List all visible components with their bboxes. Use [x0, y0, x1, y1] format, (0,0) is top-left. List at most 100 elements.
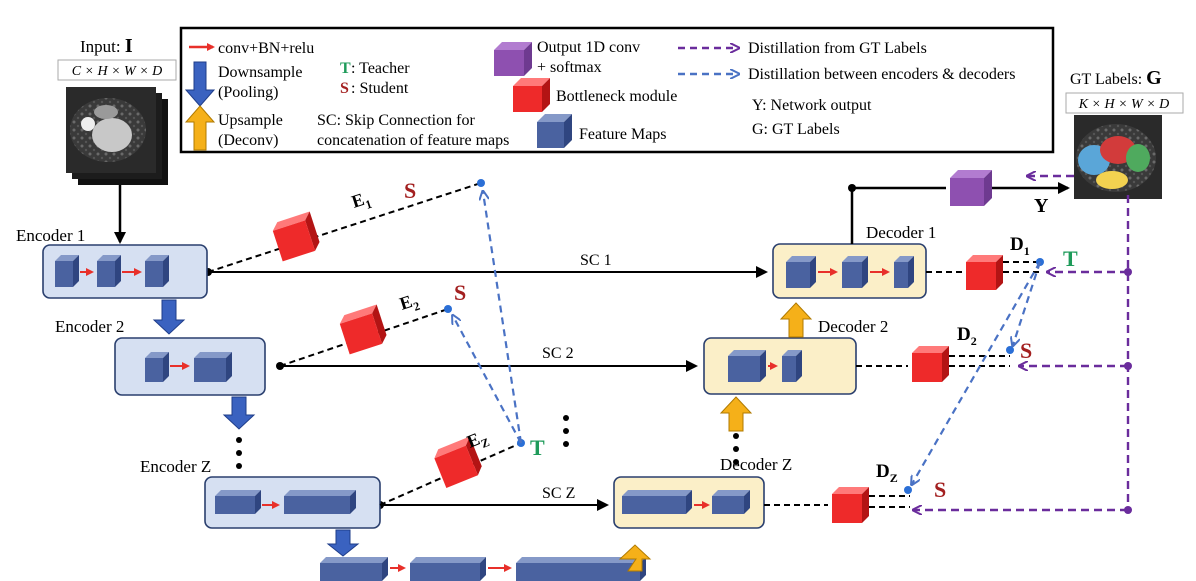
- encoder-decoder-distillation: [453, 192, 1042, 484]
- legend-frame: [179, 26, 1055, 154]
- decoder-z: Decoder Z: [613, 455, 792, 529]
- feature-map-cube: [320, 557, 388, 581]
- legend-gt-distill-label: Distillation from GT Labels: [748, 40, 927, 57]
- encoder-z-role: T: [530, 435, 545, 460]
- encoder-1-tag: E1: [349, 187, 374, 215]
- feature-map-cube: [712, 490, 750, 514]
- legend-downsample-label: Downsample: [218, 64, 302, 81]
- gt-distillation: [914, 176, 1130, 512]
- decoder-z-tag: DZ: [876, 461, 898, 485]
- output-conv-cube: [950, 170, 992, 206]
- input-ct-stack-image: [66, 87, 168, 185]
- decoder-ellipsis: [733, 433, 739, 465]
- downsample-arrow-1: [152, 299, 186, 335]
- downsample-arrow-2: [222, 396, 256, 430]
- feature-map-cube: [842, 256, 868, 288]
- gt-block: GT Labels: G K × H × W × D: [1065, 67, 1184, 199]
- encoder-ellipsis: [236, 437, 242, 469]
- legend-output-cube: [494, 42, 532, 76]
- encoder-z-label: Encoder Z: [140, 457, 211, 476]
- decoder-2-role: S: [1020, 338, 1032, 363]
- upsample-arrow-bottom: [618, 544, 652, 572]
- branch-ellipsis: [563, 415, 569, 447]
- decoder-z-role: S: [934, 477, 946, 502]
- feature-map-cube: [622, 490, 692, 514]
- legend-sc-label-2: concatenation of feature maps: [317, 132, 509, 149]
- legend-ed-distill-label: Distillation between encoders & decoders: [748, 66, 1015, 83]
- feature-map-cube: [145, 352, 169, 382]
- encoder-1-role: S: [404, 178, 416, 203]
- legend-teacher-text: : Teacher: [351, 60, 410, 77]
- decoder-1-label: Decoder 1: [866, 223, 936, 242]
- feature-map-cube: [728, 350, 766, 382]
- decoder-2: Decoder 2: [703, 317, 888, 395]
- legend-student-text: : Student: [351, 80, 409, 97]
- legend-teacher-letter: T: [340, 60, 351, 77]
- feature-map-cube: [786, 256, 816, 288]
- feature-map-cube: [55, 255, 79, 287]
- feature-map-cube: [894, 256, 914, 288]
- feature-map-cube: [145, 255, 169, 287]
- distill-ez-to-e1: [483, 192, 523, 444]
- encoder-2: Encoder 2: [55, 317, 266, 396]
- feature-map-cube: [97, 255, 121, 287]
- gt-title: GT Labels: G: [1070, 67, 1162, 89]
- bottleneck-cube: [339, 304, 387, 355]
- bottleneck-cube: [912, 346, 949, 382]
- legend-output-label-1: Output 1D conv: [537, 39, 640, 56]
- skip-connections: SC 1 SC 2 SC Z: [204, 252, 768, 511]
- legend-y-definition: Y: Network output: [752, 97, 872, 114]
- encoder-2-role: S: [454, 280, 466, 305]
- legend-sc-label-1: SC: Skip Connection for: [317, 112, 475, 129]
- legend-conv-label: conv+BN+relu: [218, 40, 314, 57]
- input-title: Input: I: [80, 35, 133, 57]
- decoder-1-role: T: [1063, 246, 1078, 271]
- legend-student-letter: S: [340, 80, 349, 97]
- decoder-tags: D1 T D2 S DZ S: [876, 234, 1078, 502]
- legend-feature-maps-label: Feature Maps: [579, 126, 667, 143]
- legend-feature-map-cube: [537, 114, 572, 148]
- decoder-z-label: Decoder Z: [720, 455, 792, 474]
- legend-output-label-2: + softmax: [537, 59, 602, 76]
- encoder-branches: [207, 179, 569, 506]
- input-dims: C × H × W × D: [72, 64, 163, 79]
- legend-bottleneck-label: Bottleneck module: [556, 88, 677, 105]
- downsample-arrow-icon: [184, 61, 216, 107]
- upsample-arrow-z: [719, 396, 753, 432]
- downsample-arrow-z: [326, 529, 360, 557]
- legend-pooling-label: (Pooling): [218, 84, 278, 101]
- skip-label-2: SC 2: [542, 345, 574, 362]
- output-symbol: Y: [1034, 195, 1049, 217]
- feature-map-cube: [410, 557, 486, 581]
- decoder-branches: [764, 255, 1044, 523]
- feature-map-cube: [516, 557, 646, 581]
- encoder-z: Encoder Z: [140, 457, 381, 529]
- bottleneck-cube: [832, 487, 869, 523]
- decoder-2-label: Decoder 2: [818, 317, 888, 336]
- gt-junction-dots: [1124, 268, 1132, 514]
- encoder-tags: E1 S E2 S EZ T: [349, 178, 545, 460]
- legend-deconv-label: (Deconv): [218, 132, 278, 149]
- legend-bottleneck-cube: [513, 78, 550, 112]
- bottom-feature-row: [320, 557, 646, 581]
- legend-g-definition: G: GT Labels: [752, 121, 840, 138]
- bottleneck-cube: [966, 255, 1003, 290]
- legend-upsample-label: Upsample: [218, 112, 283, 129]
- gt-segmentation-image: [1074, 115, 1162, 199]
- input-block: Input: I C × H × W × D: [57, 35, 177, 244]
- gt-dims: K × H × W × D: [1078, 97, 1170, 112]
- legend: conv+BN+relu Downsample (Pooling) Upsamp…: [179, 26, 1055, 154]
- feature-map-cube: [284, 490, 356, 514]
- distill-ez-to-e2: [453, 316, 522, 444]
- encoder-2-tag: E2: [397, 289, 422, 317]
- skip-label-1: SC 1: [580, 252, 612, 269]
- skip-label-z: SC Z: [542, 485, 575, 502]
- feature-map-cube: [215, 490, 261, 514]
- distill-d1-to-d2: [1013, 261, 1042, 345]
- decoder-1: Decoder 1: [772, 223, 936, 299]
- encoder-2-label: Encoder 2: [55, 317, 124, 336]
- encoder-1: Encoder 1: [16, 226, 208, 299]
- upsample-arrow-icon: [184, 105, 216, 151]
- encoder-1-label: Encoder 1: [16, 226, 85, 245]
